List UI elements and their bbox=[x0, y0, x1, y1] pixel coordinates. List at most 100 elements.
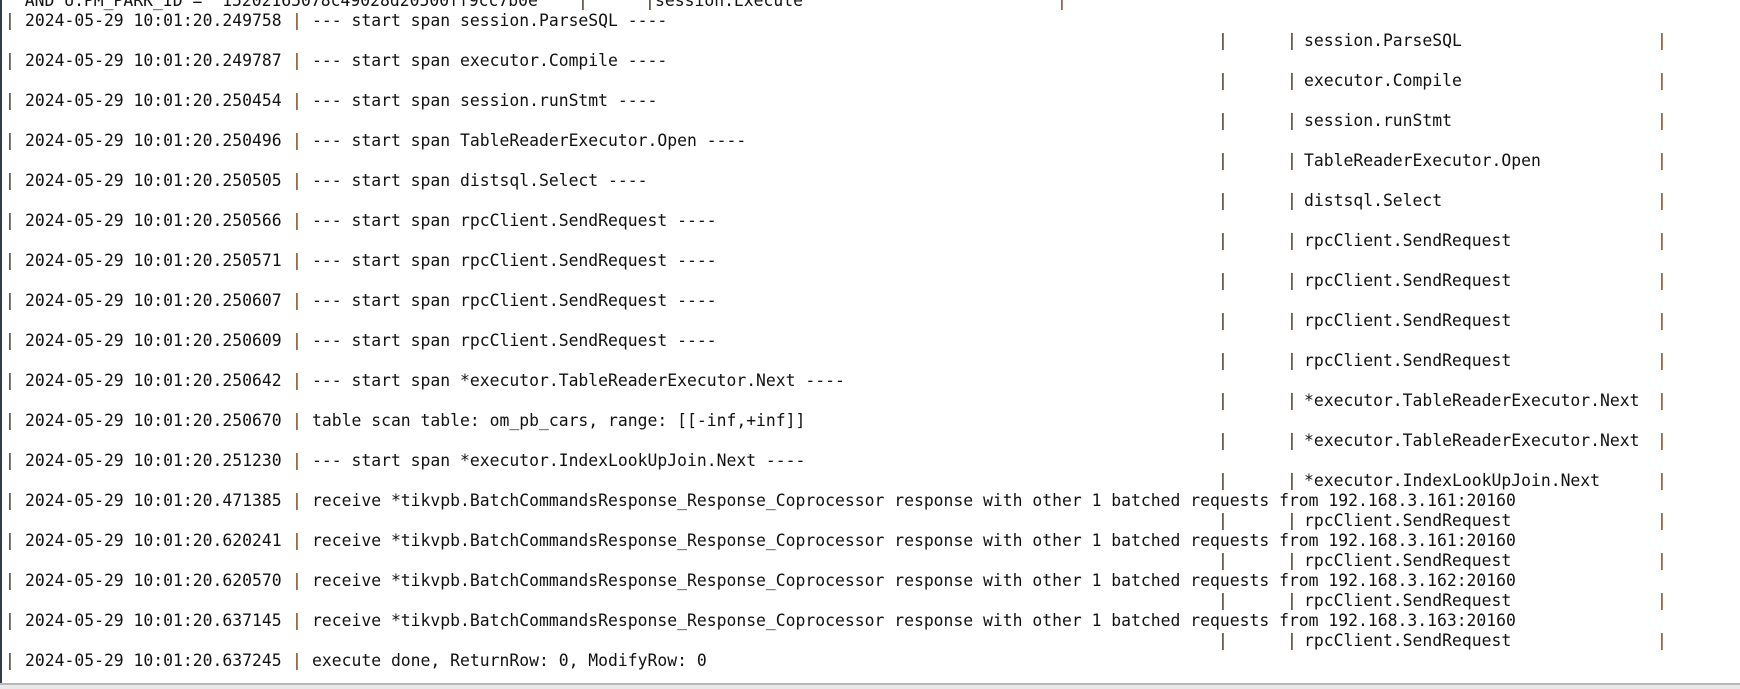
pipe: | bbox=[1218, 191, 1228, 210]
span-name: rpcClient.SendRequest bbox=[1304, 511, 1512, 530]
pipe: | bbox=[292, 331, 302, 350]
log-message: --- start span rpcClient.SendRequest ---… bbox=[312, 331, 717, 350]
pipe: | bbox=[1287, 511, 1297, 530]
pipe: | bbox=[5, 11, 15, 30]
window-left-border bbox=[0, 0, 2, 684]
pipe: | bbox=[1287, 431, 1297, 450]
sql-fragment: AND U.PM_PARK_ID = '15202165078c49028d20… bbox=[5, 0, 548, 10]
pipe: | bbox=[292, 211, 302, 230]
pipe: | bbox=[1218, 351, 1228, 370]
span-name: executor.Compile bbox=[1304, 71, 1462, 90]
pipe: | bbox=[5, 251, 15, 270]
pipe: | bbox=[1218, 231, 1228, 250]
pipe: | bbox=[1287, 151, 1297, 170]
pipe: | bbox=[5, 651, 15, 670]
pipe: | bbox=[1657, 311, 1667, 330]
log-message: --- start span *executor.TableReaderExec… bbox=[312, 371, 845, 390]
timestamp: 2024-05-29 10:01:20.250607 bbox=[25, 291, 282, 310]
pipe: | bbox=[292, 131, 302, 150]
pipe: | bbox=[5, 531, 15, 550]
log-message: --- start span session.ParseSQL ---- bbox=[312, 11, 668, 30]
span-name: session.ParseSQL bbox=[1304, 31, 1462, 50]
pipe: | bbox=[292, 251, 302, 270]
log-message: --- start span *executor.IndexLookUpJoin… bbox=[312, 451, 806, 470]
log-message: receive *tikvpb.BatchCommandsResponse_Re… bbox=[312, 571, 1516, 590]
log-message: --- start span rpcClient.SendRequest ---… bbox=[312, 251, 717, 270]
pipe: | bbox=[5, 611, 15, 630]
timestamp: 2024-05-29 10:01:20.620570 bbox=[25, 571, 282, 590]
pipe: | bbox=[1218, 511, 1228, 530]
pipe: | bbox=[1657, 71, 1667, 90]
timestamp: 2024-05-29 10:01:20.637145 bbox=[25, 611, 282, 630]
pipe: | bbox=[5, 91, 15, 110]
pipe: | bbox=[5, 211, 15, 230]
pipe: | bbox=[1218, 431, 1228, 450]
partial-sql-line: AND U.PM_PARK_ID = '15202165078c49028d20… bbox=[5, 0, 548, 11]
pane-divider bbox=[0, 683, 1740, 685]
timestamp: 2024-05-29 10:01:20.250454 bbox=[25, 91, 282, 110]
pipe: | bbox=[1657, 231, 1667, 250]
pipe: | bbox=[292, 651, 302, 670]
timestamp: 2024-05-29 10:01:20.250505 bbox=[25, 171, 282, 190]
pipe: | bbox=[1657, 191, 1667, 210]
span-name: rpcClient.SendRequest bbox=[1304, 231, 1512, 250]
pipe: | bbox=[1218, 111, 1228, 130]
log-message: --- start span executor.Compile ---- bbox=[312, 51, 668, 70]
pipe: | bbox=[578, 0, 588, 10]
pipe: | bbox=[5, 491, 15, 510]
pipe: | bbox=[1218, 31, 1228, 50]
pipe: | bbox=[1218, 271, 1228, 290]
pipe: | bbox=[1218, 551, 1228, 570]
log-message: receive *tikvpb.BatchCommandsResponse_Re… bbox=[312, 531, 1516, 550]
pipe: | bbox=[292, 571, 302, 590]
pipe: | bbox=[1657, 431, 1667, 450]
pipe: | bbox=[1057, 0, 1067, 10]
pipe: | bbox=[5, 171, 15, 190]
pipe: | bbox=[1657, 31, 1667, 50]
pipe: | bbox=[1287, 391, 1297, 410]
log-message: --- start span session.runStmt ---- bbox=[312, 91, 658, 110]
timestamp: 2024-05-29 10:01:20.250571 bbox=[25, 251, 282, 270]
span-name: rpcClient.SendRequest bbox=[1304, 271, 1512, 290]
status-bar bbox=[0, 685, 1740, 689]
timestamp: 2024-05-29 10:01:20.471385 bbox=[25, 491, 282, 510]
pipe: | bbox=[292, 291, 302, 310]
log-message: execute done, ReturnRow: 0, ModifyRow: 0 bbox=[312, 651, 707, 670]
log-message: --- start span TableReaderExecutor.Open … bbox=[312, 131, 747, 150]
pipe: | bbox=[5, 331, 15, 350]
log-message: table scan table: om_pb_cars, range: [[-… bbox=[312, 411, 806, 430]
pipe: | bbox=[292, 171, 302, 190]
pipe: | bbox=[5, 371, 15, 390]
timestamp: 2024-05-29 10:01:20.250609 bbox=[25, 331, 282, 350]
timestamp: 2024-05-29 10:01:20.250496 bbox=[25, 131, 282, 150]
pipe: | bbox=[1287, 111, 1297, 130]
pipe: | bbox=[5, 51, 15, 70]
pipe: | bbox=[1287, 351, 1297, 370]
timestamp: 2024-05-29 10:01:20.249787 bbox=[25, 51, 282, 70]
pipe: | bbox=[1287, 271, 1297, 290]
pipe: | bbox=[1287, 551, 1297, 570]
log-message: receive *tikvpb.BatchCommandsResponse_Re… bbox=[312, 611, 1516, 630]
pipe: | bbox=[5, 291, 15, 310]
span-name: TableReaderExecutor.Open bbox=[1304, 151, 1541, 170]
pipe: | bbox=[645, 0, 655, 10]
log-message: receive *tikvpb.BatchCommandsResponse_Re… bbox=[312, 491, 1516, 510]
pipe: | bbox=[1218, 591, 1228, 610]
timestamp: 2024-05-29 10:01:20.620241 bbox=[25, 531, 282, 550]
pipe: | bbox=[5, 571, 15, 590]
span-name: session.Execute bbox=[655, 0, 804, 10]
pipe: | bbox=[1218, 151, 1228, 170]
pipe: | bbox=[1287, 31, 1297, 50]
span-name: session.runStmt bbox=[1304, 111, 1453, 130]
pipe: | bbox=[1218, 311, 1228, 330]
pipe: | bbox=[292, 371, 302, 390]
pipe: | bbox=[1287, 631, 1297, 650]
pipe: | bbox=[1657, 351, 1667, 370]
span-name: rpcClient.SendRequest bbox=[1304, 311, 1512, 330]
pipe: | bbox=[1218, 631, 1228, 650]
span-name: distsql.Select bbox=[1304, 191, 1443, 210]
pipe: | bbox=[1218, 391, 1228, 410]
timestamp: 2024-05-29 10:01:20.637245 bbox=[25, 651, 282, 670]
pipe: | bbox=[1218, 71, 1228, 90]
pipe: | bbox=[292, 51, 302, 70]
